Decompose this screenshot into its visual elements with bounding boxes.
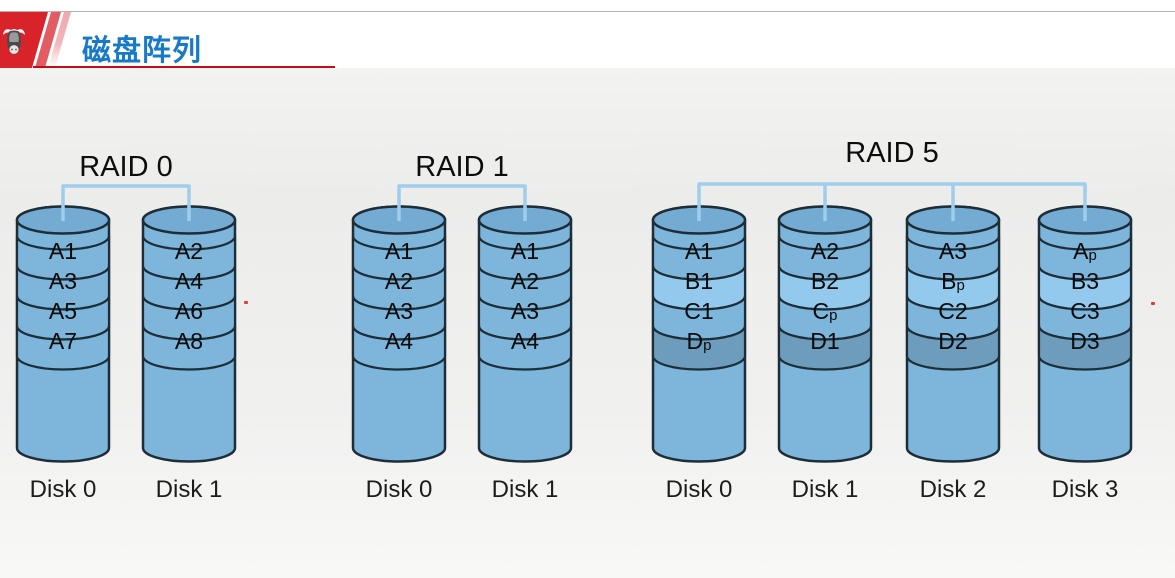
raid5-disk-cylinder: A3 Bp C2 D2	[905, 203, 1001, 468]
raid0-disk-label: Disk 1	[155, 476, 223, 503]
raid1-title: RAID 1	[415, 151, 509, 183]
red-dot-artifact	[244, 301, 248, 304]
raid5-disk-label: Disk 2	[919, 476, 987, 503]
svg-text:A4: A4	[511, 328, 539, 354]
svg-text:Dp: Dp	[687, 328, 712, 354]
svg-text:A8: A8	[175, 328, 203, 354]
svg-text:A2: A2	[385, 268, 413, 294]
raid1-disk-label: Disk 0	[365, 476, 433, 503]
raid0-disk-cylinder: A2 A4 A6 A8	[141, 203, 237, 468]
svg-text:A2: A2	[511, 268, 539, 294]
svg-text:C1: C1	[684, 298, 713, 324]
raid0-disk-cylinder: A1 A3 A5 A7	[15, 203, 111, 468]
svg-text:A3: A3	[939, 238, 967, 264]
raid5-disk-label: Disk 1	[791, 476, 859, 503]
svg-text:D3: D3	[1070, 328, 1099, 354]
svg-text:A5: A5	[49, 298, 77, 324]
raid1-disk-cylinder: A1 A2 A3 A4	[477, 203, 573, 468]
svg-text:A1: A1	[49, 238, 77, 264]
svg-text:B2: B2	[811, 268, 839, 294]
raid0-title: RAID 0	[79, 151, 173, 183]
svg-text:C3: C3	[1070, 298, 1099, 324]
header-divider	[0, 11, 1175, 12]
raid5-disk-label: Disk 0	[665, 476, 733, 503]
svg-text:A1: A1	[511, 238, 539, 264]
raid1-disk-cylinder: A1 A2 A3 A4	[351, 203, 447, 468]
svg-text:A2: A2	[175, 238, 203, 264]
svg-text:C2: C2	[938, 298, 967, 324]
svg-text:A6: A6	[175, 298, 203, 324]
raid5-disk-label: Disk 3	[1051, 476, 1119, 503]
raid0-disk-label: Disk 0	[29, 476, 97, 503]
raid5-disk-cylinder: Ap B3 C3 D3	[1037, 203, 1133, 468]
svg-text:A7: A7	[49, 328, 77, 354]
svg-text:A1: A1	[385, 238, 413, 264]
page-title: 磁盘阵列	[82, 35, 203, 67]
raid1-disk-label: Disk 1	[491, 476, 559, 503]
svg-text:A1: A1	[685, 238, 713, 264]
bull-logo-icon	[3, 29, 25, 55]
svg-text:B3: B3	[1071, 268, 1099, 294]
svg-text:A3: A3	[511, 298, 539, 324]
svg-text:A2: A2	[811, 238, 839, 264]
svg-text:B1: B1	[685, 268, 713, 294]
svg-text:A3: A3	[49, 268, 77, 294]
raid5-title: RAID 5	[845, 137, 939, 169]
svg-text:D1: D1	[810, 328, 839, 354]
svg-text:D2: D2	[938, 328, 967, 354]
red-dot-artifact	[1151, 302, 1155, 305]
header-bar: 磁盘阵列	[0, 0, 1175, 68]
raid5-disk-cylinder: A1 B1 C1 Dp	[651, 203, 747, 468]
svg-text:A4: A4	[385, 328, 413, 354]
title-underline	[33, 66, 335, 68]
svg-text:A4: A4	[175, 268, 203, 294]
raid5-disk-cylinder: A2 B2 Cp D1	[777, 203, 873, 468]
svg-text:A3: A3	[385, 298, 413, 324]
